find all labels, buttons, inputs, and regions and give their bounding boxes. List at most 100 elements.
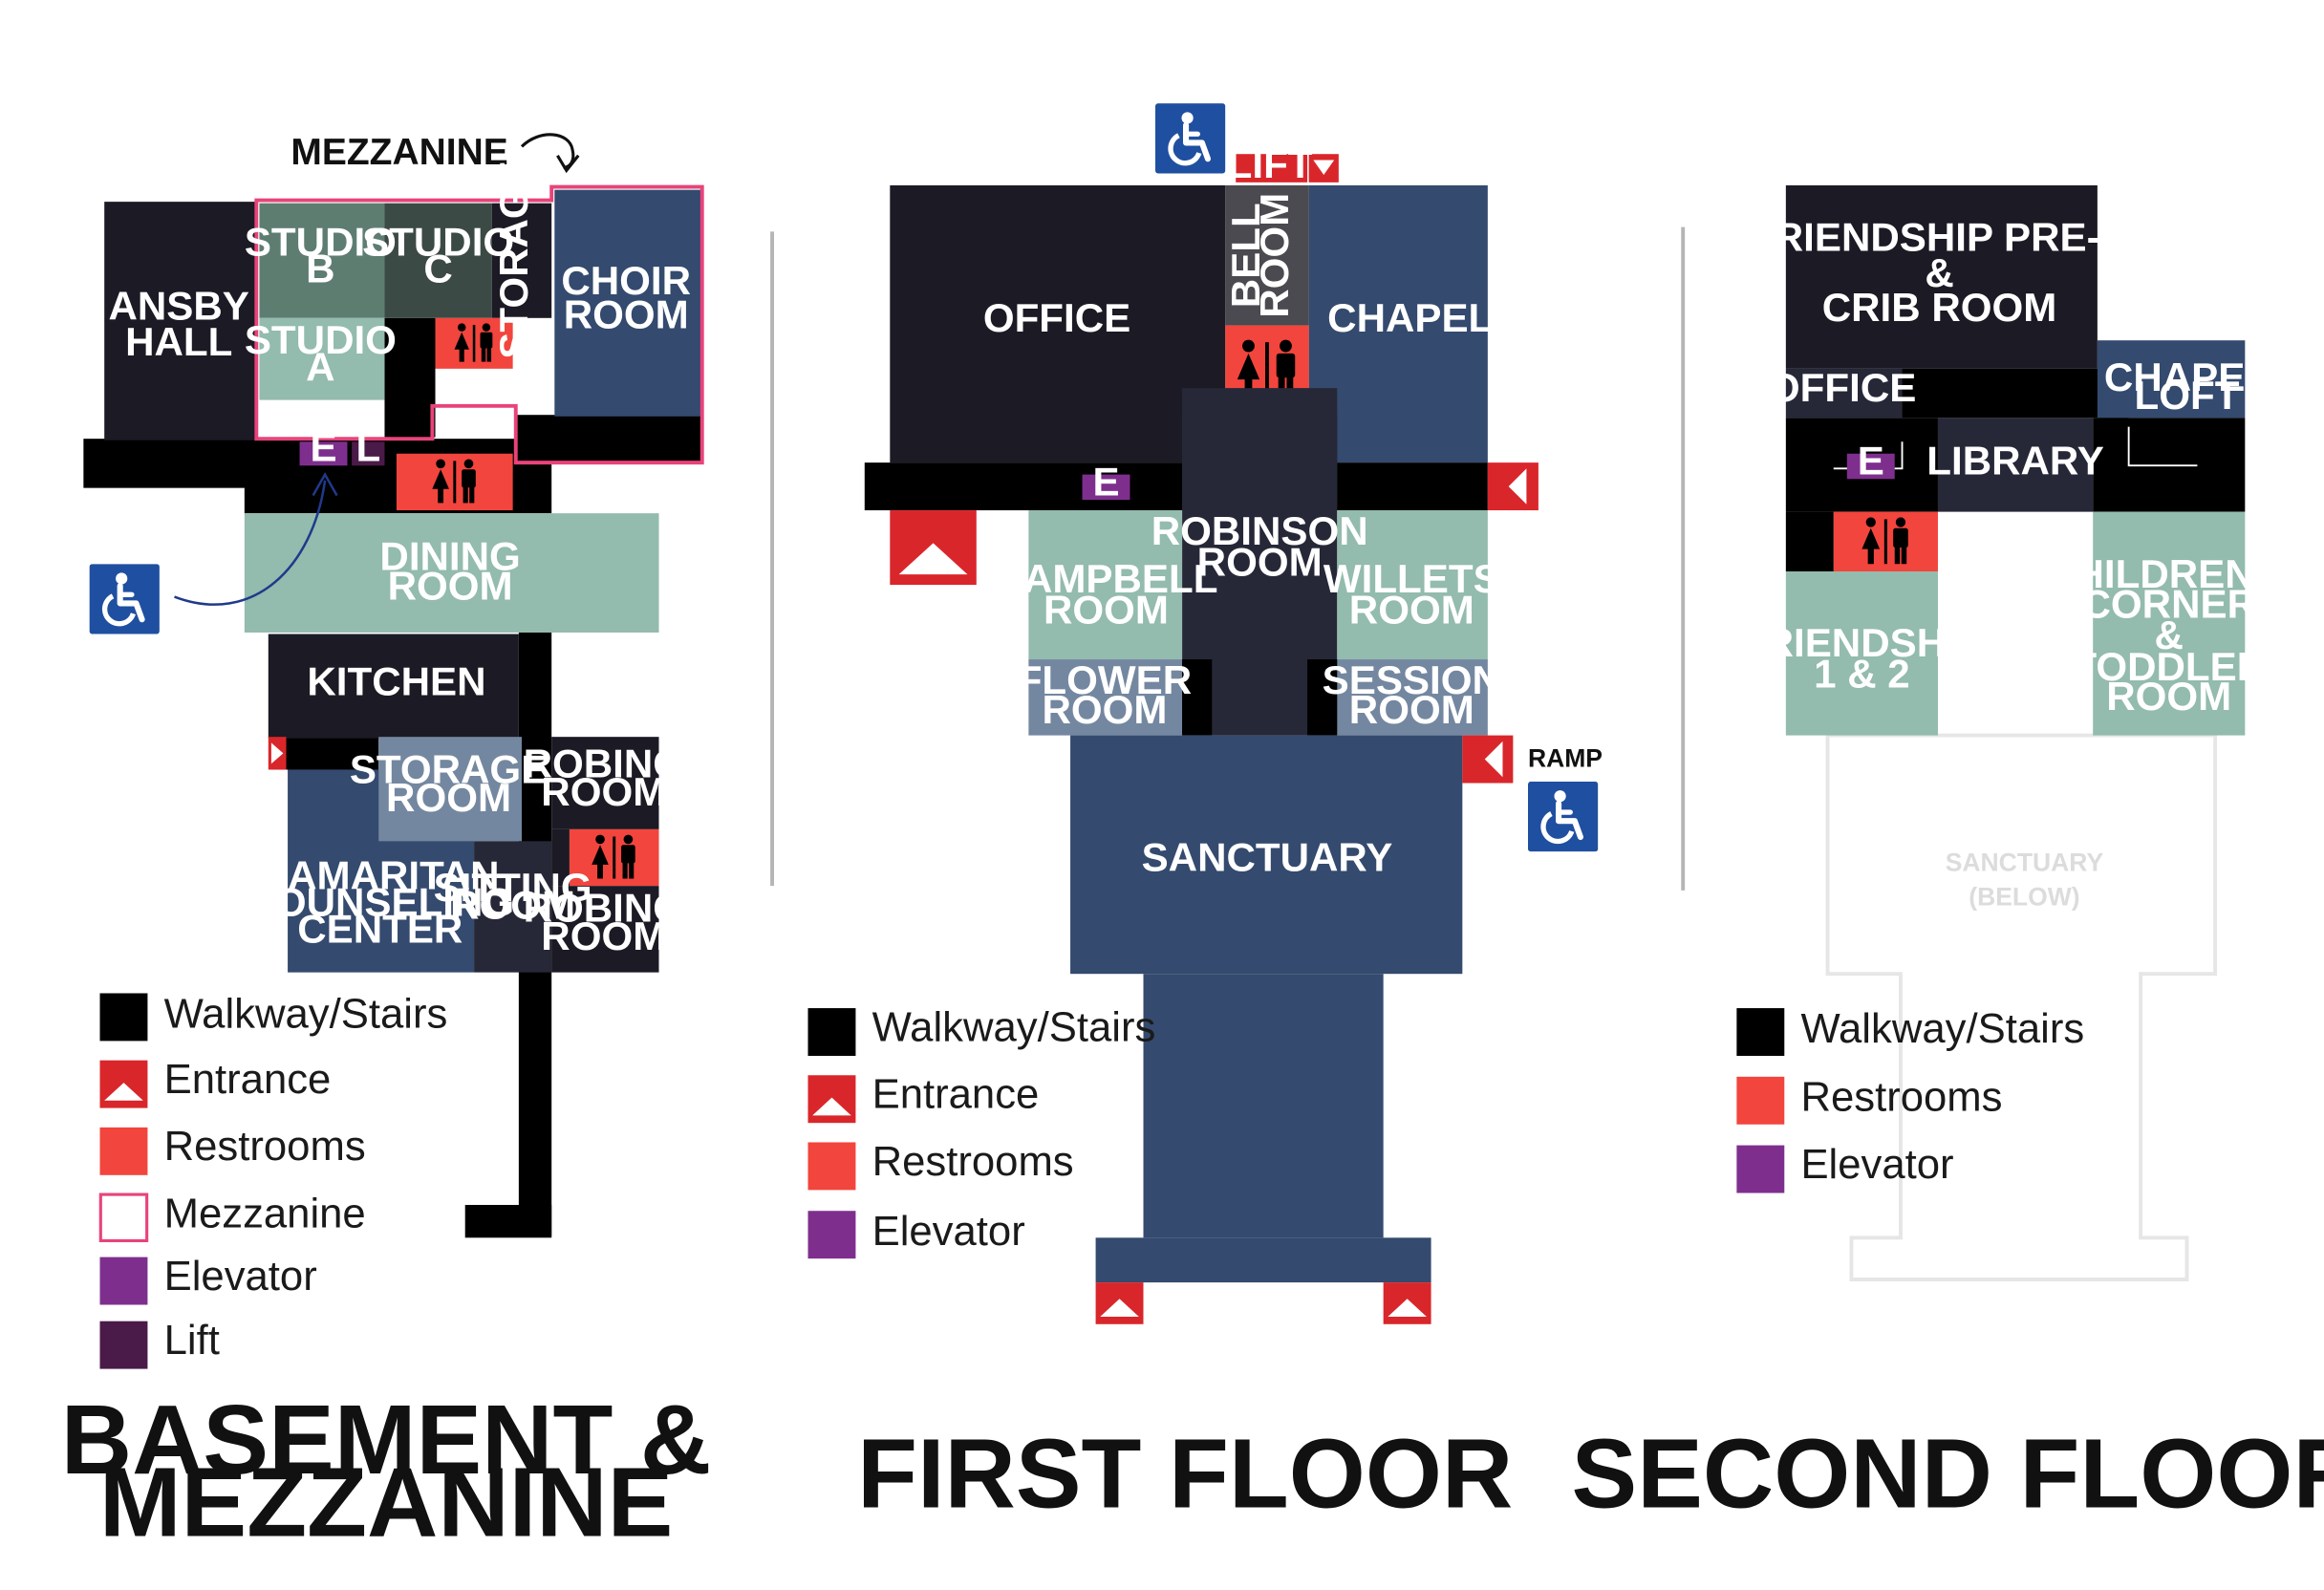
label-campbell-2: ROOM [1044, 588, 1169, 633]
legend-label: Entrance [164, 1056, 332, 1103]
entrance-arrow-icon [1508, 468, 1527, 505]
walkway [384, 317, 436, 438]
room-ansby-hall [104, 202, 257, 440]
legend-label: Elevator [1800, 1141, 1953, 1188]
mezzanine-label: MEZZANINE [290, 132, 507, 173]
sanctuary-below-outline [1825, 733, 2218, 1281]
label-chapel: CHAPEL [1327, 295, 1493, 340]
second-floor: FRIENDSHIP PRE-K & CRIB ROOM OFFICE CHAP… [1572, 184, 2324, 1529]
legend-swatch-restroom [99, 1127, 148, 1175]
legend-swatch-lift [99, 1321, 148, 1369]
lift-label: LIFT [1228, 141, 1313, 186]
label-choir-1: CHOIR [561, 258, 691, 303]
label-flower-2: ROOM [1042, 687, 1167, 732]
entrance-arrow-icon [812, 1097, 851, 1116]
label-robing-bottom-2: ROOM [541, 913, 666, 958]
entrance-arrow-icon [1100, 1299, 1139, 1317]
chevron-down-icon [1313, 160, 1335, 176]
label-sanctuary: SANCTUARY [1142, 835, 1393, 880]
label-studio-b-2: B [306, 246, 334, 290]
room-office [890, 184, 1226, 463]
entrance-arrow-icon [898, 543, 968, 575]
label-children-1: CHILDREN’S [2046, 551, 2292, 596]
label-sitting-2: ROOM [450, 882, 575, 927]
label-campbell-1: CAMPBELL [995, 556, 1218, 601]
wheelchair-icon [1155, 103, 1225, 173]
label-robing-bottom-1: ROBING [524, 886, 684, 931]
room-childrens-corner [2093, 511, 2246, 736]
room-studio-a [259, 317, 385, 400]
room-studio-c [384, 203, 492, 318]
label-library: LIBRARY [1926, 439, 2104, 483]
label-friendship-prek-2: & [1925, 250, 1953, 295]
room-library [1937, 418, 2094, 512]
room-campbell [1028, 510, 1183, 660]
room-kitchen [268, 634, 519, 739]
walkway [551, 828, 570, 887]
walkway [515, 415, 701, 463]
ramp-label: RAMP [1528, 743, 1603, 772]
label-samaritan-1: SAMARITAN [261, 852, 500, 897]
room-office [1785, 368, 1903, 419]
label-choir-2: ROOM [564, 292, 689, 337]
legend-label: Restrooms [1800, 1074, 2002, 1121]
label-friendship12-2: 1 & 2 [1814, 652, 1910, 697]
floor-title-first: FIRST FLOOR [857, 1419, 1513, 1529]
legend-label: Restrooms [872, 1138, 1074, 1185]
floor-title-basement-2: MEZZANINE [99, 1447, 673, 1557]
legend-swatch-elevator [99, 1257, 148, 1305]
legend-second: Walkway/Stairs Restrooms Elevator [1736, 1005, 2084, 1193]
wheelchair-icon [90, 564, 160, 634]
entrance-arrow-icon [1388, 1299, 1427, 1317]
legend-swatch-elevator [1736, 1145, 1785, 1193]
label-studio-b-1: STUDIO [245, 219, 397, 264]
label-dining-1: DINING [379, 533, 520, 578]
room-chapel [1308, 184, 1488, 463]
walkway [1785, 511, 1834, 572]
legend-swatch-walkway [1736, 1008, 1785, 1056]
label-friendship12-1: FRIENDSHIP [1740, 620, 1984, 665]
label-chapel-loft-2: LOFT [2135, 373, 2240, 418]
legend-swatch-restroom [807, 1142, 856, 1191]
label-sanctuary-below-2: (BELOW) [1969, 882, 2079, 911]
floor-title-basement-1: BASEMENT & [61, 1385, 712, 1494]
room-chapel-loft [2097, 340, 2246, 419]
room-sanctuary [1070, 735, 1463, 975]
room-friendship-12 [1785, 571, 1938, 736]
legend-first: Walkway/Stairs Entrance Restrooms Elevat… [807, 1003, 1155, 1259]
walkway [1307, 659, 1338, 736]
first-floor: LIFT RAMP OFFICE BELL ROOM CHAPEL E ROBI… [807, 103, 1603, 1529]
entrance-arrow-icon [104, 1083, 143, 1101]
walkway [864, 462, 1488, 511]
label-willets-1: WILLETS [1323, 556, 1500, 601]
label-ansby-1: ANSBY [108, 283, 248, 328]
label-kitchen: KITCHEN [307, 658, 485, 703]
legend-swatch-walkway [99, 993, 148, 1042]
label-samaritan-3: CENTER [297, 906, 463, 951]
label-bell-1: BELL [1223, 203, 1268, 308]
elevator-marker [299, 441, 348, 466]
label-storage-room-2: ROOM [386, 775, 511, 820]
legend-label: Restrooms [164, 1123, 366, 1170]
label-lift-tag: L [355, 425, 380, 470]
label-bell-2: ROOM [1252, 193, 1297, 318]
room-sitting [474, 841, 552, 973]
label-friendship-prek-3: CRIB ROOM [1822, 285, 2057, 330]
accessible-route-arrowhead [312, 472, 338, 497]
walkway [464, 1204, 552, 1238]
label-robing-top-2: ROOM [541, 769, 666, 814]
mezzanine-arrowhead [556, 154, 580, 174]
label-dining-2: ROOM [388, 564, 513, 609]
label-session-2: ROOM [1349, 687, 1474, 732]
walkway [270, 737, 379, 770]
label-samaritan-2: COUNSELING [246, 879, 514, 924]
walkway [1902, 368, 2129, 419]
legend-label: Walkway/Stairs [1800, 1005, 2084, 1052]
label-robinson-2: ROOM [1197, 540, 1323, 585]
legend-label: Elevator [164, 1253, 317, 1300]
elevator-marker [1082, 474, 1130, 501]
room-session [1337, 659, 1488, 736]
legend-label: Elevator [872, 1208, 1025, 1255]
label-session-1: SESSION [1323, 657, 1501, 702]
